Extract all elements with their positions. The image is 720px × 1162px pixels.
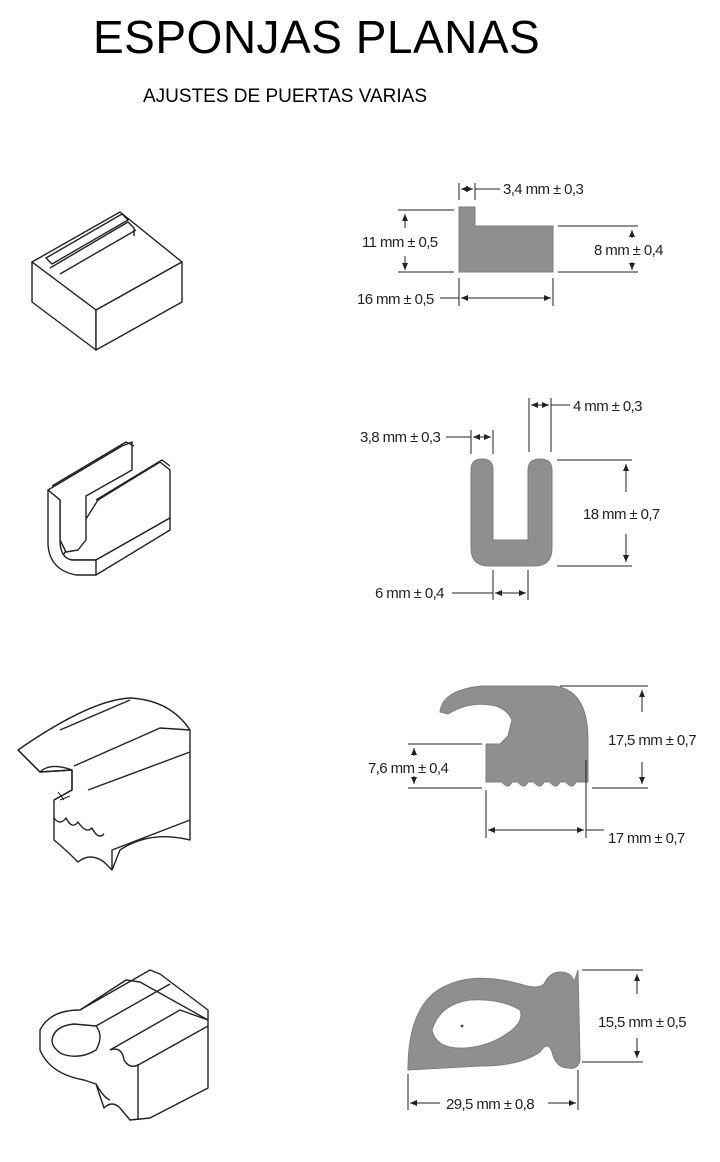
profile-3-section: 17,5 mm ± 0,7 7,6 mm ± 0,4 17 mm ± 0,7	[368, 685, 697, 847]
profile-4-height-label: 15,5 mm ± 0,5	[598, 1014, 686, 1031]
profile-2-top-right-label: 4 mm ± 0,3	[573, 398, 642, 415]
profile-1-bottom-width-label: 16 mm ± 0,5	[357, 291, 434, 308]
profile-1-isometric	[31, 211, 183, 351]
profile-2-isometric	[47, 441, 171, 576]
profile-2-top-left-label: 3,8 mm ± 0,3	[360, 429, 440, 446]
profile-2-bottom-label: 6 mm ± 0,4	[375, 585, 444, 602]
profile-4-isometric	[39, 969, 209, 1121]
profile-2-height-label: 18 mm ± 0,7	[583, 506, 660, 523]
profile-1-top-width-label: 3,4 mm ± 0,3	[503, 181, 583, 198]
profile-3-isometric	[17, 697, 191, 871]
profile-4-section: 15,5 mm ± 0,5 29,5 mm ± 0,8	[407, 969, 687, 1113]
profile-1-left-height-label: 11 mm ± 0,5	[362, 234, 438, 251]
page-subtitle: AJUSTES DE PUERTAS VARIAS	[143, 86, 428, 107]
profile-2-section: 4 mm ± 0,3 3,8 mm ± 0,3 18 mm ± 0,7 6 mm…	[360, 398, 661, 602]
profile-1-right-height-label: 8 mm ± 0,4	[594, 242, 663, 259]
profile-3-height-label: 17,5 mm ± 0,7	[608, 732, 696, 749]
profile-4-width-label: 29,5 mm ± 0,8	[446, 1096, 534, 1113]
profile-1-section: 3,4 mm ± 0,3 11 mm ± 0,5 8 mm ± 0,4 16 m…	[357, 181, 664, 308]
profile-3-width-label: 17 mm ± 0,7	[608, 830, 685, 847]
profile-3-left-height-label: 7,6 mm ± 0,4	[368, 760, 448, 777]
page-title: ESPONJAS PLANAS	[93, 11, 541, 63]
